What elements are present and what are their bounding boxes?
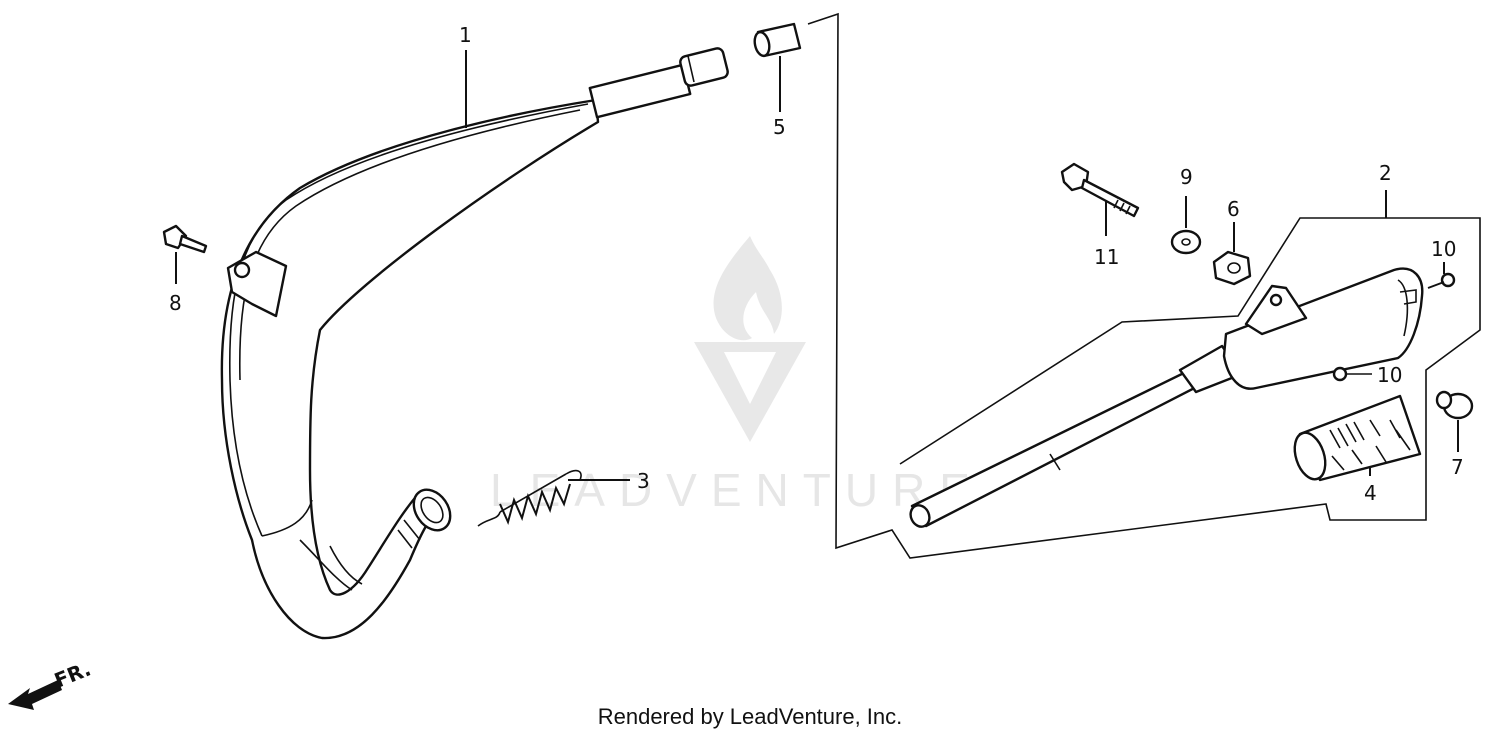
- callout-11: 11: [1094, 245, 1119, 269]
- callout-2: 2: [1379, 161, 1392, 185]
- spring-part-3: [477, 469, 630, 527]
- callout-1: 1: [459, 23, 472, 47]
- washer-part-9: [1170, 196, 1202, 255]
- nut-part-6: [1212, 222, 1252, 286]
- grommet-part-7: [1435, 390, 1474, 452]
- bolt-part-8: [162, 224, 208, 284]
- watermark-text: LEADVENTURE: [490, 464, 984, 516]
- callout-10-lower: 10: [1377, 363, 1402, 387]
- collar-part-5: [753, 22, 802, 112]
- long-bolt-part-11: [1060, 162, 1140, 236]
- callout-6: 6: [1227, 197, 1240, 221]
- silencer-part-2: [909, 267, 1424, 528]
- callout-5: 5: [773, 115, 786, 139]
- silencer-group-outline: [807, 12, 1481, 559]
- front-arrow-icon: [8, 680, 62, 710]
- front-direction-indicator: FR.: [8, 657, 94, 710]
- arrester-part-4: [1293, 394, 1422, 482]
- callout-3: 3: [637, 469, 650, 493]
- screw-part-10-upper: [1427, 262, 1456, 289]
- watermark-flame-icon: [713, 236, 782, 341]
- leadventure-watermark: LEADVENTURE: [490, 236, 984, 516]
- callout-7: 7: [1451, 455, 1464, 479]
- front-label: FR.: [51, 657, 94, 693]
- exhaust-chamber-part-1: [220, 47, 729, 640]
- callout-9: 9: [1180, 165, 1193, 189]
- callout-8: 8: [169, 291, 182, 315]
- callout-4: 4: [1364, 481, 1377, 505]
- watermark-v-icon: [694, 342, 806, 442]
- footer-credit: Rendered by LeadVenture, Inc.: [597, 704, 903, 729]
- screw-part-10-lower: [1332, 366, 1372, 382]
- callout-10-upper: 10: [1431, 237, 1456, 261]
